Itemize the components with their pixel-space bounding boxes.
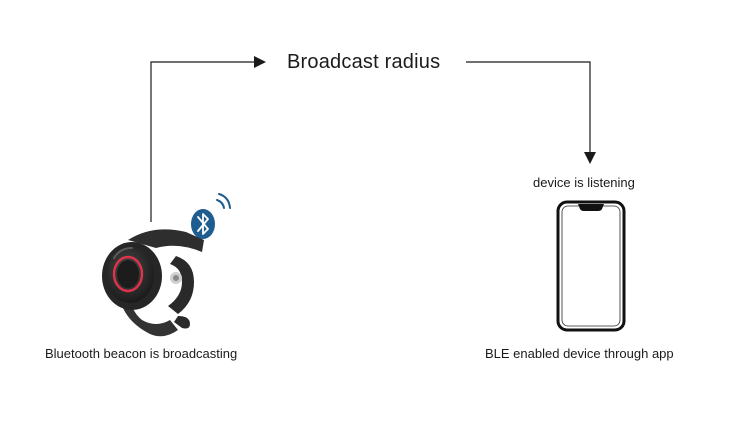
smartphone-image bbox=[556, 200, 626, 332]
right-arrowhead bbox=[254, 56, 266, 68]
beacon-to-title-line bbox=[150, 61, 256, 222]
wristband-beacon-image bbox=[102, 229, 204, 337]
beacon-caption: Bluetooth beacon is broadcasting bbox=[45, 346, 238, 361]
down-arrowhead bbox=[584, 152, 596, 164]
wifi-signal-icon bbox=[216, 199, 225, 209]
diagram-title: Broadcast radius bbox=[287, 51, 441, 73]
title-to-device-line bbox=[466, 61, 591, 152]
device-caption: BLE enabled device through app bbox=[485, 346, 674, 361]
bluetooth-icon bbox=[191, 193, 231, 239]
listener-label: device is listening bbox=[533, 175, 635, 190]
